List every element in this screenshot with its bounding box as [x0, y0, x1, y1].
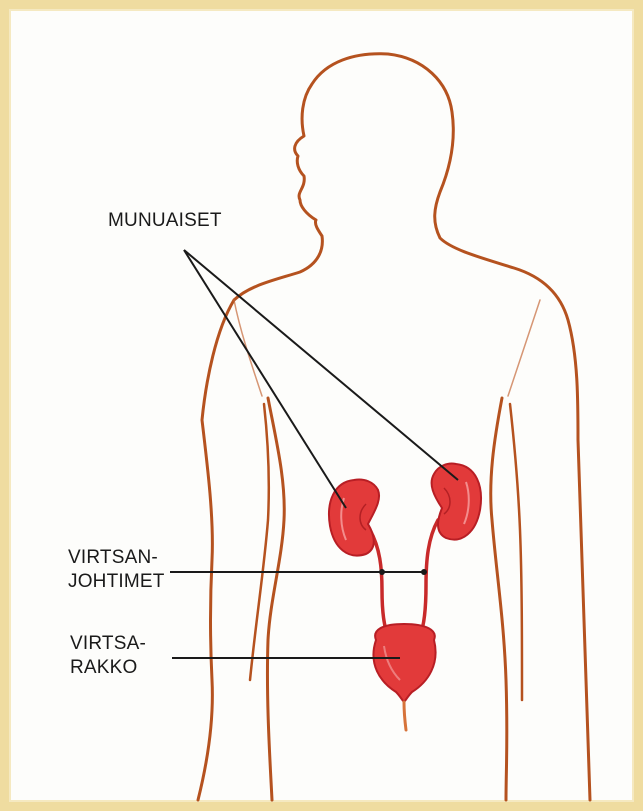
- ureters-label-line1: VIRTSAN-: [68, 546, 158, 569]
- ureter-left-marker: [379, 569, 385, 575]
- ureters-label-line2: JOHTIMET: [68, 570, 165, 593]
- ureter-right-marker: [421, 569, 427, 575]
- shoulder-contour-left: [234, 300, 262, 396]
- shoulder-contour-right: [508, 300, 540, 396]
- kidneys-leader-right: [184, 250, 458, 480]
- torso-contour-right: [491, 398, 507, 800]
- arm-contour-right: [510, 404, 522, 700]
- kidney-left: [329, 479, 379, 555]
- kidneys-label: MUNUAISET: [108, 209, 222, 232]
- ureter-right: [418, 520, 438, 640]
- urethra: [404, 702, 406, 730]
- torso-contour-left: [267, 398, 284, 800]
- kidney-right: [432, 463, 481, 539]
- leader-lines: [170, 250, 458, 658]
- bladder-label-line2: RAKKO: [70, 656, 138, 679]
- bladder-label-line1: VIRTSA-: [70, 632, 146, 655]
- arm-contour-left: [250, 404, 269, 680]
- bladder: [373, 624, 435, 730]
